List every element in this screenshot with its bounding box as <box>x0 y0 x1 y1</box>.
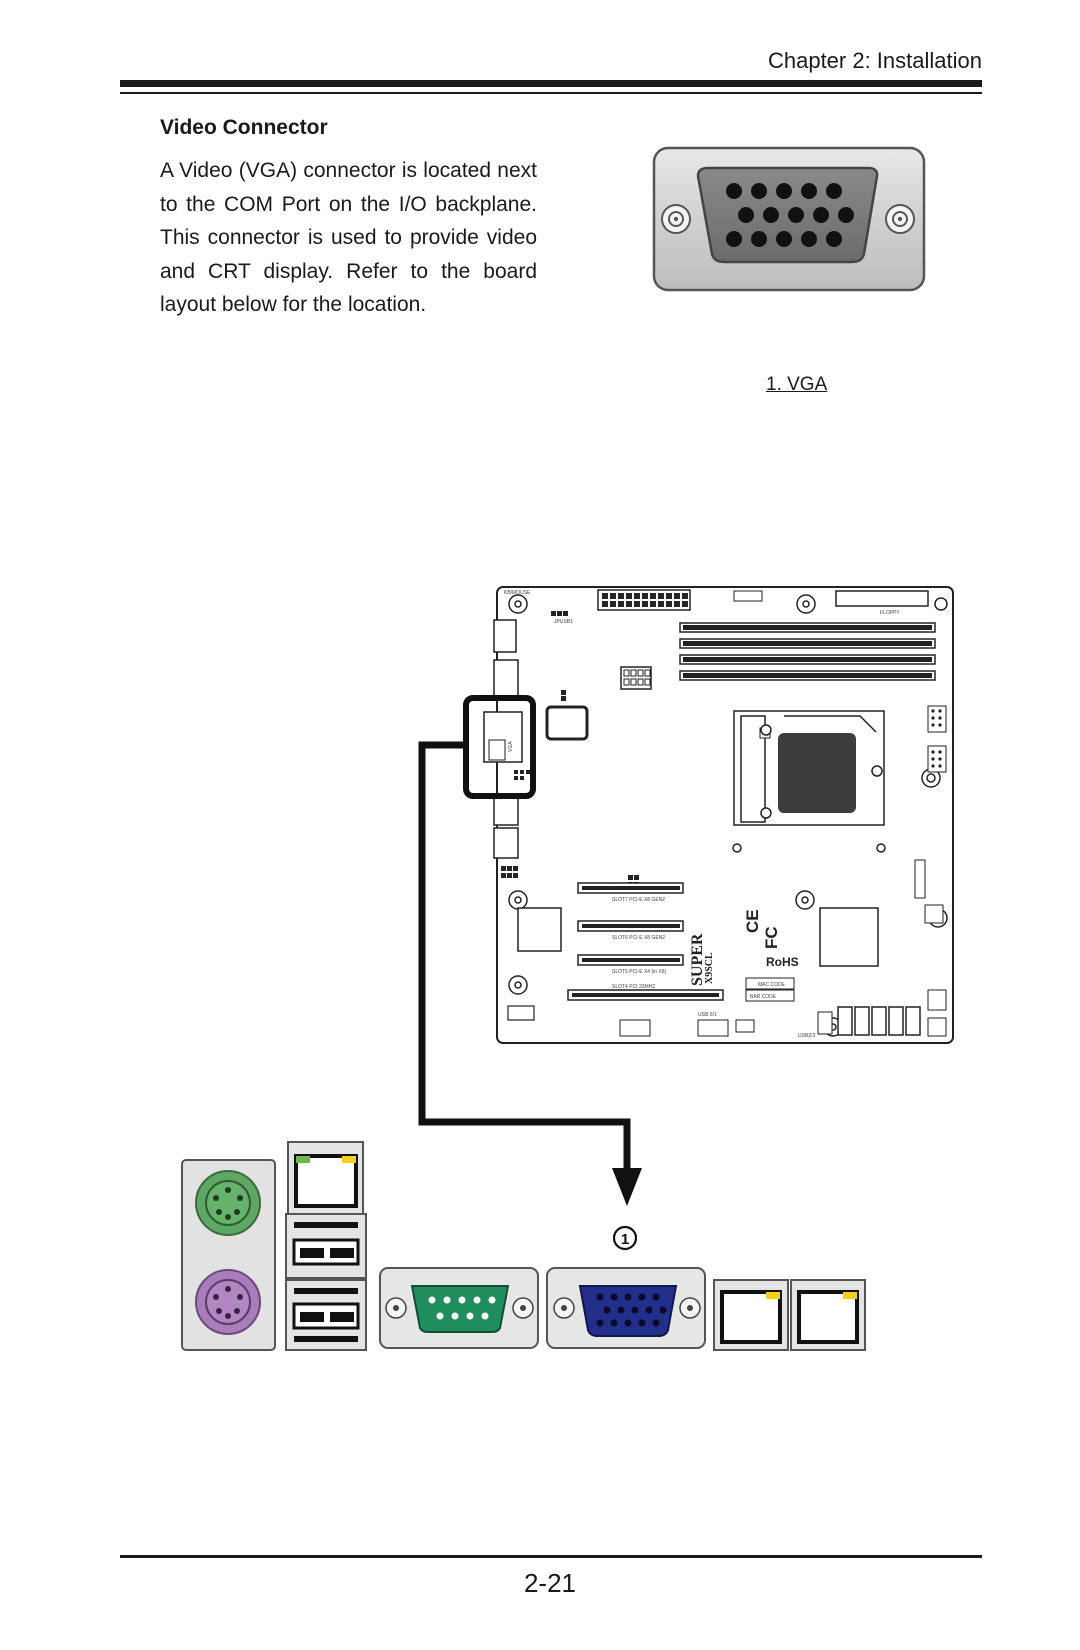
ce-label: CE <box>743 909 762 933</box>
leader-line <box>418 741 631 1170</box>
callout-circle <box>612 1225 638 1251</box>
slot5-label: SLOT5 PCI-E X4 (in X8) <box>612 969 667 975</box>
brand-label: SUPER <box>689 933 706 986</box>
figure-caption: 1. VGA <box>766 374 828 395</box>
slot7-label: SLOT7 PCI-E X8 GEN2 <box>612 897 665 903</box>
vga-board-label: VGA <box>508 741 514 752</box>
kb-mouse-label: KB/MOUSE <box>504 590 531 596</box>
section-body: A Video (VGA) connector is located next … <box>160 159 537 316</box>
sata-ports <box>837 1006 921 1036</box>
vga-connector-illustration <box>652 146 926 292</box>
slot4-label: SLOT4 PCI 33MHZ <box>612 984 655 990</box>
mac-code-label: MAC CODE <box>758 982 786 988</box>
fc-label: FC <box>762 926 781 949</box>
motherboard: FLOPPY <box>483 586 954 1044</box>
dimm-slots <box>679 622 936 681</box>
model-label: X9SCL <box>704 952 715 984</box>
rohs-label: RoHS <box>766 955 799 969</box>
chapter-title: Chapter 2: Installation <box>767 48 982 73</box>
page-number: 2-21 <box>523 1568 577 1598</box>
cpu-socket <box>733 710 885 826</box>
usb01-label: USB 0/1 <box>698 1012 717 1018</box>
header-rule-thin <box>120 92 982 94</box>
pcie-slots: SLOT7 PCI-E X8 GEN2 SLOT6 PCI-E X8 GEN2 … <box>567 882 724 1001</box>
floppy-label: FLOPPY <box>880 610 900 616</box>
slot6-label: SLOT6 PCI-E X8 GEN2 <box>612 935 665 941</box>
header-rule-thick <box>120 80 982 87</box>
io-panel <box>181 1141 866 1351</box>
bar-code-label: BAR CODE <box>750 994 777 1000</box>
footer-rule <box>120 1555 982 1558</box>
callout-number: 1 <box>621 1231 629 1248</box>
jpusb1-label: JPUSB1 <box>554 619 573 625</box>
section-title: Video Connector <box>160 116 328 139</box>
leader-arrow <box>612 1168 642 1206</box>
usb23-label: USB2/3 <box>798 1033 815 1039</box>
